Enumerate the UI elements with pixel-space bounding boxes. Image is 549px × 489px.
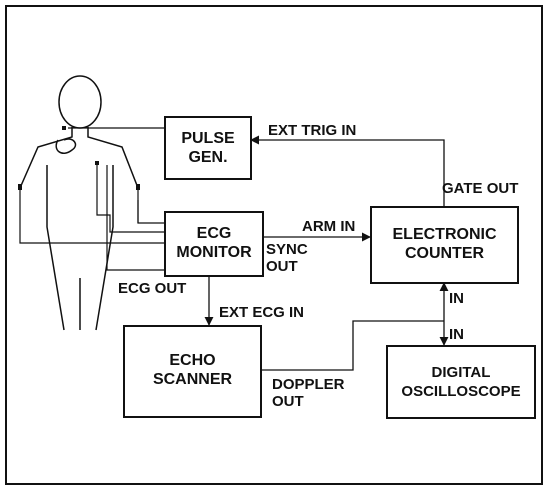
echo-scanner-line1: ECHO [124, 351, 261, 370]
pulse-gen-line1: PULSE [165, 129, 251, 148]
ecg-monitor-label: ECG MONITOR [165, 224, 263, 262]
digital-oscilloscope-line2: OSCILLOSCOPE [387, 382, 535, 401]
sync-out-line1: SYNC [266, 241, 308, 258]
sync-out-label: SYNC OUT [266, 241, 308, 275]
gate-out-to-pulse-gen-arrow [251, 140, 444, 207]
doppler-out-line1: DOPPLER [272, 376, 345, 393]
counter-in-label: IN [449, 290, 464, 307]
pulse-gen-label: PULSE GEN. [165, 129, 251, 167]
echo-scanner-label: ECHO SCANNER [124, 351, 261, 389]
doppler-out-label: DOPPLER OUT [272, 376, 345, 410]
pulse-gen-line2: GEN. [165, 148, 251, 167]
ext-trig-in-label: EXT TRIG IN [268, 122, 356, 139]
electronic-counter-line2: COUNTER [371, 244, 518, 263]
electronic-counter-label: ELECTRONIC COUNTER [371, 225, 518, 263]
ecg-out-label: ECG OUT [118, 280, 186, 297]
digital-oscilloscope-line1: DIGITAL [387, 363, 535, 382]
scope-in-label: IN [449, 326, 464, 343]
ecg-monitor-line1: ECG [165, 224, 263, 243]
sync-out-line2: OUT [266, 258, 308, 275]
ext-ecg-in-label: EXT ECG IN [219, 304, 304, 321]
echo-scanner-line2: SCANNER [124, 370, 261, 389]
electrode-wiring [20, 128, 165, 270]
electronic-counter-line1: ELECTRONIC [371, 225, 518, 244]
digital-oscilloscope-label: DIGITAL OSCILLOSCOPE [387, 363, 535, 401]
doppler-out-line2: OUT [272, 393, 345, 410]
ecg-monitor-line2: MONITOR [165, 243, 263, 262]
arm-in-label: ARM IN [302, 218, 355, 235]
gate-out-label: GATE OUT [442, 180, 518, 197]
